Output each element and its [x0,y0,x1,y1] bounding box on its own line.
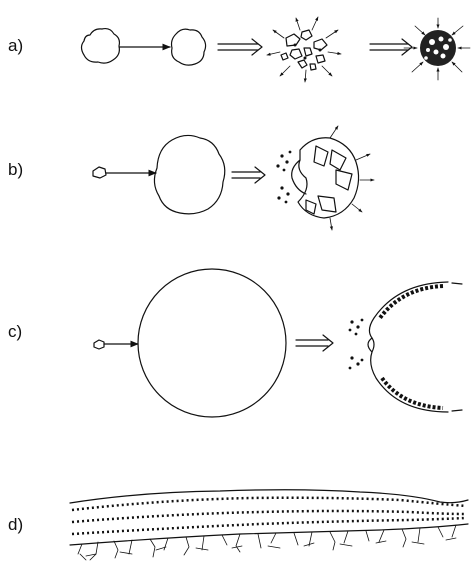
regolith-bottom-boundary [70,524,468,545]
reaccreted-rubble-pile [404,18,470,80]
small-impactor-outline [94,340,104,349]
double-arrow [218,39,262,55]
bedrock-cracks [78,525,456,560]
double-arrow [370,39,412,55]
row-d-diagram [70,490,468,560]
small-body-outline [82,29,120,64]
double-arrow [232,167,265,183]
row-a-diagram [82,17,471,82]
double-arrow [296,335,333,351]
target-body-outline [172,29,206,65]
cratered-fractured-body [276,126,374,230]
row-b-diagram [93,126,374,230]
target-body-outline [154,135,224,213]
large-target-circle [138,269,286,417]
row-c-diagram [94,269,462,417]
small-impactor-outline [93,167,106,178]
crater-cross-section [349,282,462,412]
fragment-cloud [267,17,341,82]
